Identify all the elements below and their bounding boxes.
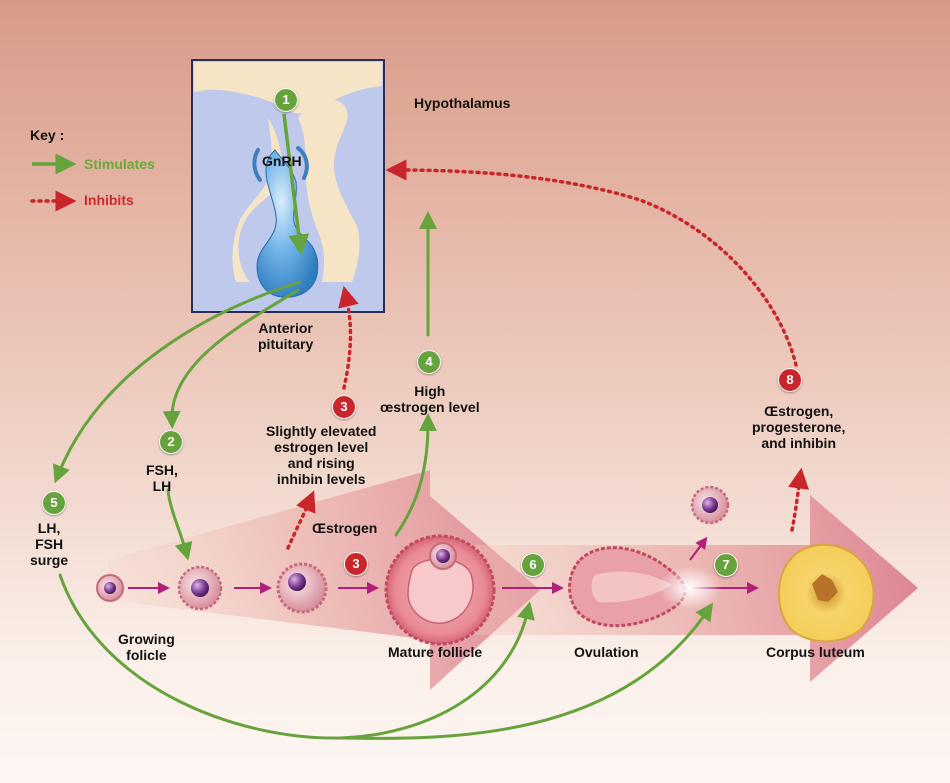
corpus-luteum-label: Corpus luteum: [766, 644, 865, 660]
slightly-elevated-estrogen-label: Slightly elevated estrogen level and ris…: [266, 423, 377, 487]
gnrh-arrow: [282, 113, 310, 256]
mature-follicle-label: Mature follicle: [388, 644, 483, 660]
anterior-pituitary-label: Anterior pituitary: [258, 320, 314, 352]
fsh-lh-label: FSH, LH: [146, 462, 178, 494]
key-legend-graphics: [30, 153, 77, 212]
step-1-badge: 1: [274, 88, 298, 112]
growing-follicle: [177, 565, 223, 611]
gnrh-label: GnRH: [262, 153, 302, 169]
inhibition-arrows: [286, 159, 809, 550]
key-title: Key :: [30, 127, 65, 143]
lh-fsh-surge-label: LH, FSH surge: [30, 520, 69, 568]
primordial-follicle: [96, 574, 124, 602]
step-4-badge: 4: [417, 350, 441, 374]
oestrogen-label: Œstrogen: [312, 520, 378, 536]
step-6-badge: 6: [521, 553, 545, 577]
stimulation-arrows: [52, 211, 714, 740]
step-2-badge: 2: [159, 430, 183, 454]
estrogen-progesterone-inhibin-label: Œstrogen, progesterone, and inhibin: [752, 403, 846, 451]
step-8-badge: 8: [778, 368, 802, 392]
ovulation-label: Ovulation: [574, 644, 639, 660]
key-inhibits-label: Inhibits: [84, 192, 134, 208]
secondary-follicle: [276, 562, 328, 614]
growing-follicle-label: Growing folicle: [118, 631, 175, 663]
step-7-badge: 7: [714, 553, 738, 577]
released-oocyte: [690, 485, 730, 525]
progression-arrows: [128, 536, 759, 594]
hypothalamus-label: Hypothalamus: [414, 95, 511, 111]
step-3b-badge: 3: [344, 552, 368, 576]
mature-follicle: [384, 534, 496, 646]
key-stimulates-label: Stimulates: [84, 156, 155, 172]
ovulating-follicle: [568, 546, 722, 628]
corpus-luteum: [778, 543, 875, 643]
high-estrogen-label: High œstrogen level: [380, 383, 480, 415]
step-3a-badge: 3: [332, 395, 356, 419]
step-5-badge: 5: [42, 491, 66, 515]
